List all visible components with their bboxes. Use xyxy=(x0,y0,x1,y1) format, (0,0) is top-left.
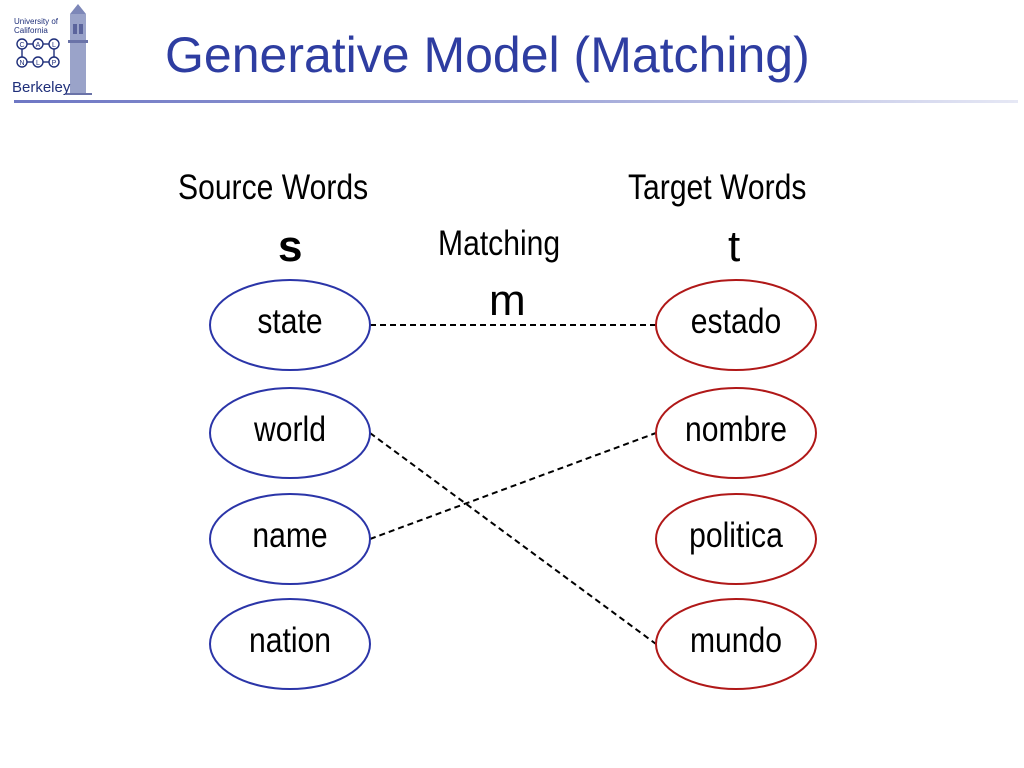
matching-header: Matching xyxy=(438,224,561,263)
source-word-node xyxy=(209,387,371,479)
source-word-node xyxy=(209,493,371,585)
logo-letter: A xyxy=(36,42,41,49)
target-symbol: t xyxy=(728,222,741,271)
target-words-header: Target Words xyxy=(628,168,807,207)
target-word-label: politica xyxy=(689,516,783,555)
source-word-label: world xyxy=(254,410,326,449)
matching-link xyxy=(369,432,657,540)
logo-california-line: California xyxy=(14,26,48,35)
source-word-label: name xyxy=(252,516,328,555)
logo-letter: L xyxy=(36,60,40,67)
logo-university-line: University of xyxy=(14,17,59,26)
source-word-label: state xyxy=(257,302,323,341)
target-word-node xyxy=(655,493,817,585)
campanile-tower-icon: C A L N L P University of California Ber… xyxy=(12,4,92,96)
logo-letter: N xyxy=(19,60,24,67)
logo-letter: L xyxy=(52,42,56,49)
source-words-header: Source Words xyxy=(178,168,369,207)
title-divider xyxy=(14,100,1018,103)
target-word-label: nombre xyxy=(684,410,788,449)
target-word-node xyxy=(655,279,817,371)
matching-link xyxy=(369,432,657,645)
berkeley-logo: C A L N L P University of California Ber… xyxy=(8,4,104,100)
matching-symbol: m xyxy=(489,276,526,325)
source-word-label: nation xyxy=(248,621,332,660)
logo-wordmark: Berkeley xyxy=(12,79,71,96)
slide-title: Generative Model (Matching) xyxy=(165,27,810,83)
source-word-node xyxy=(209,279,371,371)
logo-letter: P xyxy=(52,60,57,67)
source-word-node xyxy=(209,598,371,690)
target-word-node xyxy=(655,387,817,479)
target-word-node xyxy=(655,598,817,690)
target-word-label: mundo xyxy=(689,621,783,660)
target-word-label: estado xyxy=(690,302,782,341)
logo-letter: C xyxy=(19,42,24,49)
source-symbol: s xyxy=(278,222,303,271)
